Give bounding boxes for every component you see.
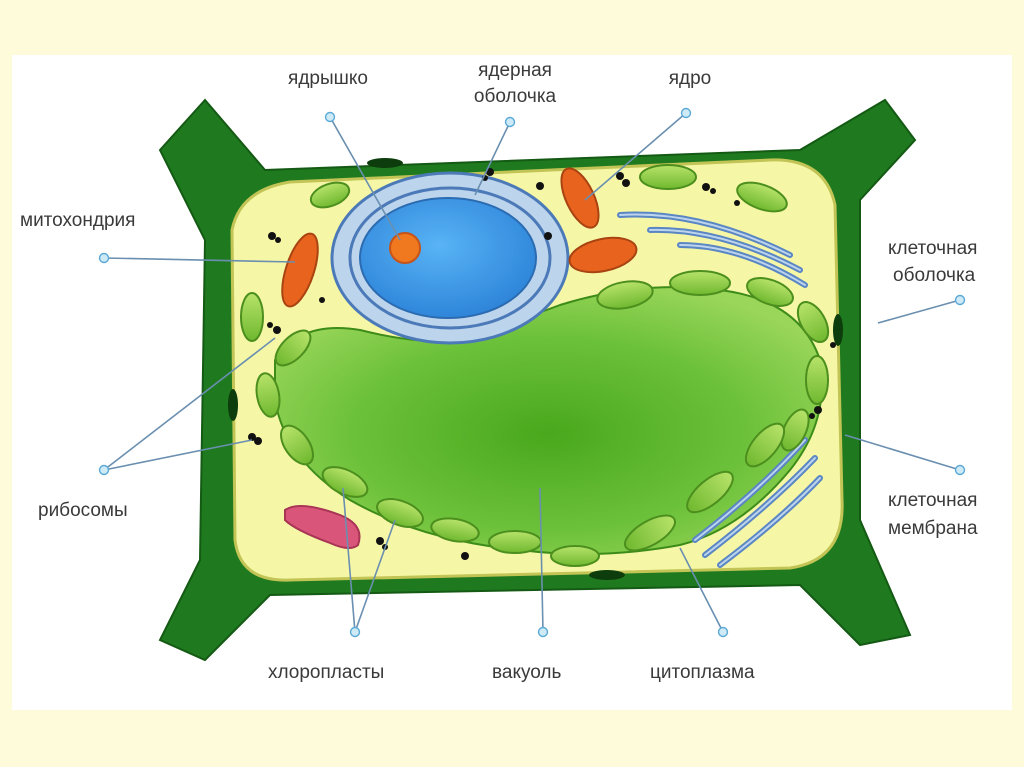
label-cell-wall-line1: клеточная	[888, 238, 977, 260]
label-cell-wall-line2: оболочка	[893, 265, 975, 287]
label-mitochondrion: митохондрия	[20, 210, 135, 232]
label-chloroplasts: хлоропласты	[268, 662, 384, 684]
nucleolus	[390, 233, 420, 263]
label-cytoplasm: цитоплазма	[650, 662, 755, 684]
label-cell-membrane-line2: мембрана	[888, 518, 978, 540]
label-nucleus: ядро	[650, 68, 730, 90]
label-cell-membrane-line1: клеточная	[888, 490, 977, 512]
label-nuclear-envelope-line2: оболочка	[450, 86, 580, 108]
label-nuclear-envelope-line1: ядерная	[450, 60, 580, 82]
label-nucleolus: ядрышко	[268, 68, 388, 90]
label-vacuole: вакуоль	[492, 662, 561, 684]
label-ribosomes: рибосомы	[38, 500, 128, 522]
